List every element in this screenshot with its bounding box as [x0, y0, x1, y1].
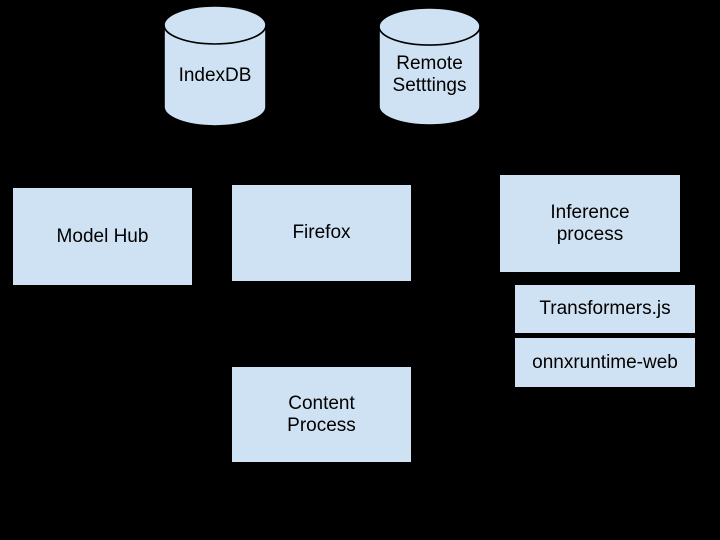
firefox-label: Firefox [292, 222, 350, 244]
database-cylinder-icon [163, 5, 267, 127]
database-cylinder-icon [378, 7, 481, 126]
onnxruntime-web-box: onnxruntime-web [514, 337, 696, 388]
inference-process-label-line1: Inference [550, 201, 630, 223]
model-hub-box: Model Hub [12, 187, 193, 286]
firefox-box: Firefox [231, 184, 412, 282]
inference-process-label-line2: process [556, 223, 624, 245]
content-process-label-line1: Content [288, 392, 355, 414]
onnxruntime-web-label: onnxruntime-web [532, 352, 678, 374]
remote-settings-label: Remote Setttings [393, 53, 467, 97]
indexdb-cylinder: IndexDB [163, 5, 267, 127]
content-process-box: Content Process [231, 366, 412, 463]
remote-settings-cylinder: Remote Setttings [378, 7, 481, 126]
model-hub-label: Model Hub [57, 226, 149, 248]
remote-settings-label-line2: Setttings [392, 74, 467, 96]
indexdb-label-text: IndexDB [178, 65, 252, 86]
firefox-label-text: Firefox [292, 222, 351, 243]
content-process-label: Content Process [287, 393, 356, 437]
onnxruntime-web-label-text: onnxruntime-web [532, 351, 678, 373]
inference-process-label: Inference process [550, 202, 629, 246]
content-process-label-line2: Process [287, 414, 356, 436]
remote-settings-label-line1: Remote [396, 52, 463, 74]
indexdb-label: IndexDB [179, 65, 252, 87]
inference-process-box: Inference process [499, 174, 681, 273]
model-hub-label-text: Model Hub [56, 225, 149, 247]
transformers-js-label: Transformers.js [539, 298, 670, 320]
transformers-js-label-text: Transformers.js [539, 298, 671, 319]
transformers-js-box: Transformers.js [514, 284, 696, 334]
